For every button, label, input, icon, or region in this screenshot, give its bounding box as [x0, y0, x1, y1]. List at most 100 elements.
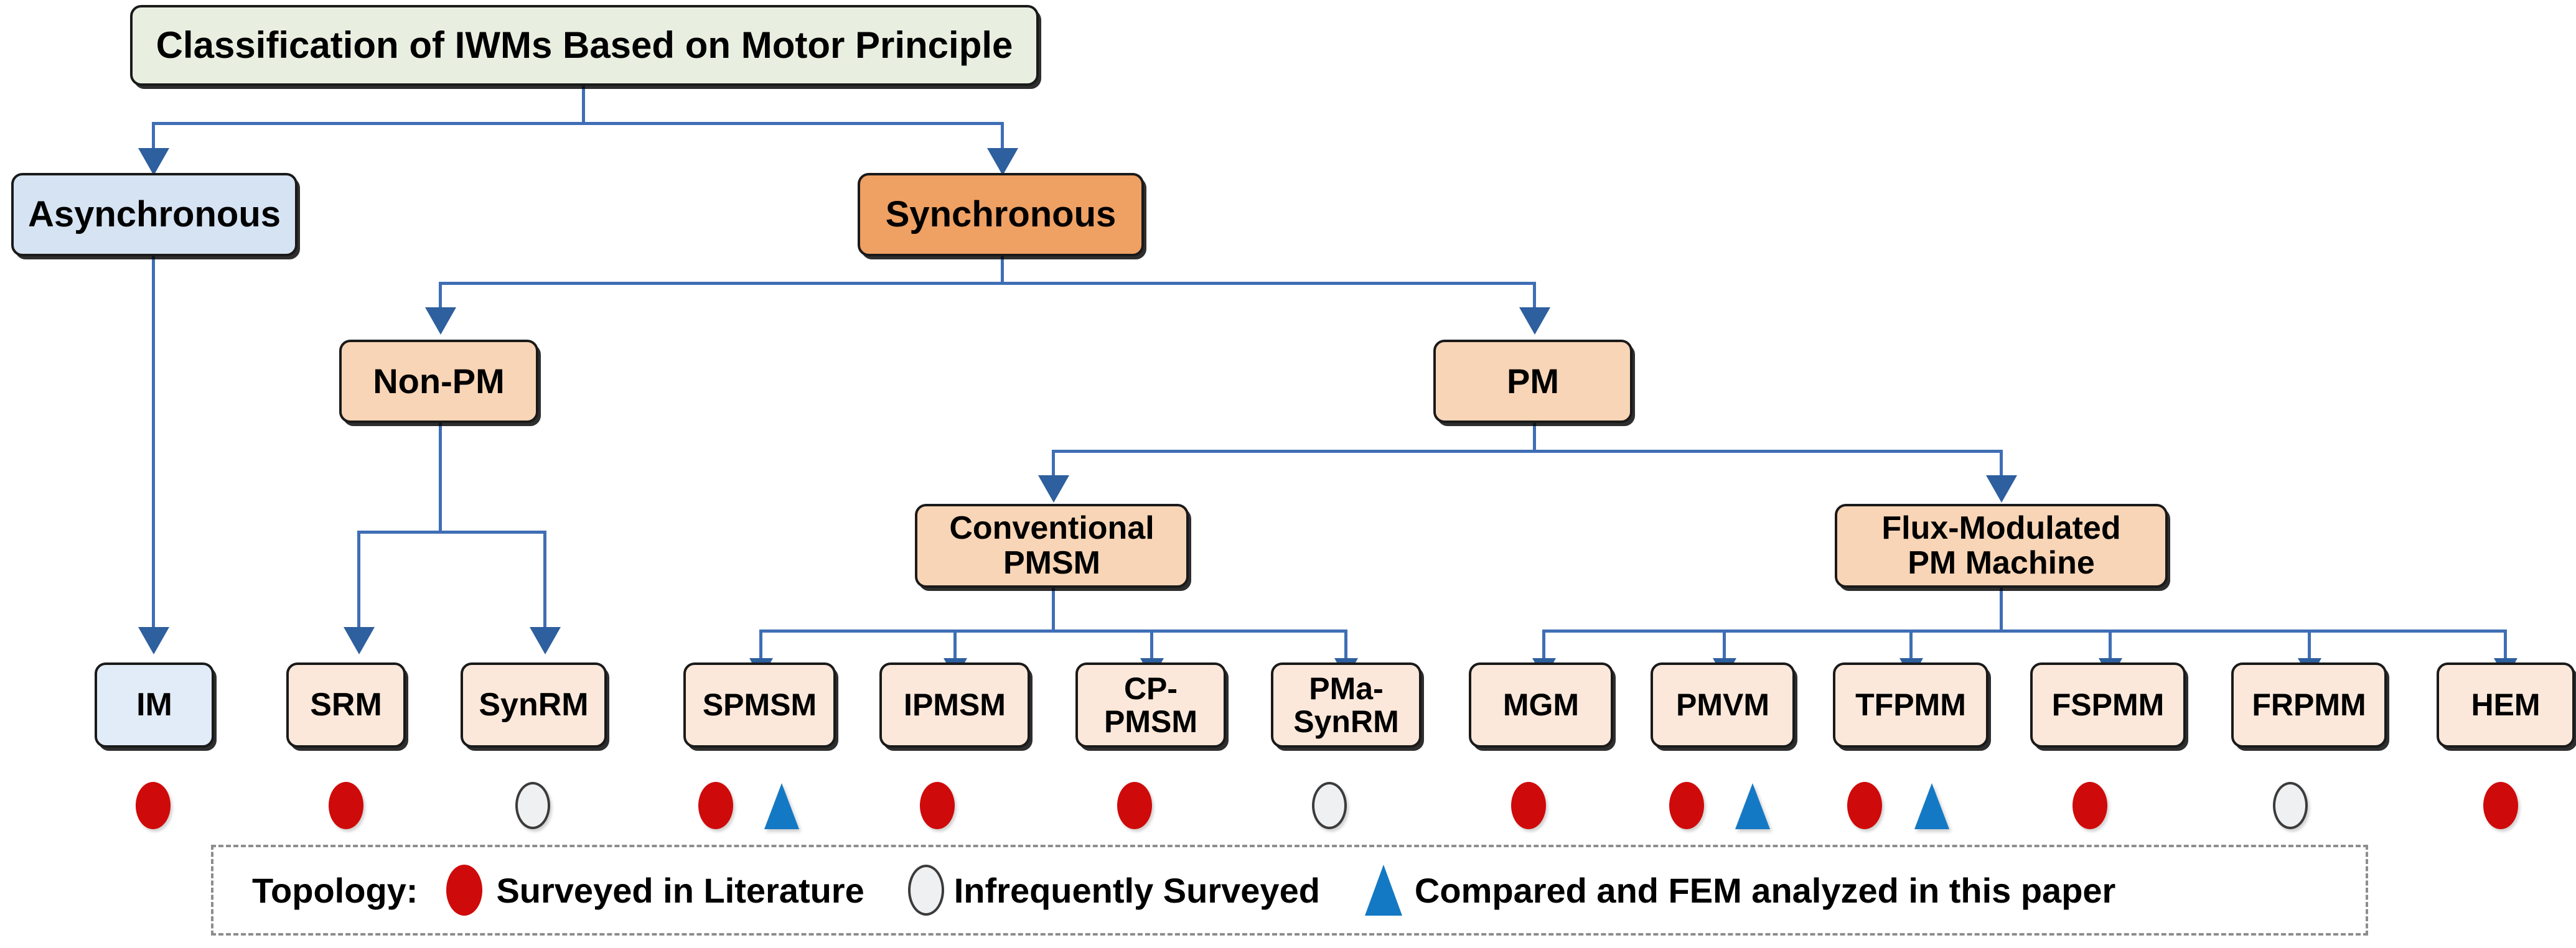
node-leaf-frpmm[interactable]: FRPMM [2231, 662, 2387, 748]
node-asynchronous[interactable]: Asynchronous [11, 173, 297, 256]
legend-title: Topology: [252, 870, 418, 910]
node-leaf-pmvm[interactable]: PMVM [1651, 662, 1795, 748]
node-leaf-fspmm[interactable]: FSPMM [2030, 662, 2186, 748]
connector-to-ipmsm [953, 630, 957, 661]
blue-triangle-icon [1364, 865, 1402, 916]
node-label-line2: PM Machine [1908, 544, 2095, 581]
connector-to-srm [357, 531, 360, 630]
connector-to-synrm [543, 531, 546, 630]
node-label-line1: PMVM [1676, 687, 1769, 722]
connector-pm-stub [1533, 423, 1536, 452]
node-leaf-im[interactable]: IM [95, 662, 214, 748]
marker-red-im [136, 782, 171, 829]
node-label-line1: Conventional [949, 510, 1155, 547]
node-leaf-spmsm[interactable]: SPMSM [683, 662, 836, 748]
legend-label: Compared and FEM analyzed in this paper [1414, 870, 2116, 910]
connector-to-nonpm [439, 282, 442, 309]
node-label-line2: PMSM [1104, 704, 1197, 739]
node-pm[interactable]: PM [1433, 340, 1632, 423]
node-label-line2: SynRM [1293, 704, 1399, 739]
marker-red-pmvm [1669, 782, 1704, 829]
arrowhead-nonpm [425, 307, 456, 335]
connector-to-pmvm [1723, 630, 1726, 661]
marker-triangle-tfpmm [1914, 783, 1949, 829]
legend-label: Infrequently Surveyed [953, 870, 1320, 910]
legend-item-fem: Compared and FEM analyzed in this paper [1364, 865, 2116, 916]
node-label-line1: FRPMM [2252, 687, 2366, 722]
node-leaf-tfpmm[interactable]: TFPMM [1833, 662, 1988, 748]
connector-to-cppmsm [1150, 630, 1153, 661]
connector-root-bus [152, 122, 1004, 125]
connector-root-stub [582, 85, 585, 124]
marker-red-ipmsm [920, 782, 955, 829]
node-label-line1: IM [136, 686, 172, 723]
node-label-line1: HEM [2471, 687, 2541, 722]
connector-flux-stub [2000, 588, 2003, 631]
arrowhead-srm [344, 627, 375, 654]
marker-open-synrm [515, 782, 550, 829]
marker-open-pmasynrm [1312, 782, 1347, 829]
legend-label: Surveyed in Literature [496, 870, 864, 910]
marker-red-hem [2483, 782, 2518, 829]
node-synchronous[interactable]: Synchronous [858, 173, 1144, 256]
connector-conventional-stub [1052, 588, 1055, 631]
connector-to-asynchronous [152, 122, 155, 150]
connector-to-tfpmm [1909, 630, 1913, 661]
connector-to-conventional-pmsm [1052, 450, 1055, 477]
connector-to-synchronous [1001, 122, 1004, 150]
arrowhead-flux-modulated [1986, 475, 2017, 503]
marker-open-frpmm [2273, 782, 2308, 829]
node-leaf-hem[interactable]: HEM [2437, 662, 2575, 748]
node-label-line2: PMSM [1003, 544, 1100, 581]
node-leaf-ipmsm[interactable]: IPMSM [879, 662, 1030, 748]
marker-red-srm [329, 782, 363, 829]
node-non-pm[interactable]: Non-PM [339, 340, 538, 423]
node-label-line1: CP- [1123, 671, 1178, 706]
connector-to-flux-modulated [2000, 450, 2003, 477]
node-leaf-mgm[interactable]: MGM [1469, 662, 1613, 748]
arrowhead-synrm [530, 627, 561, 654]
connector-synchronous-bus [439, 282, 1536, 285]
connector-to-hem [2504, 630, 2507, 661]
node-flux-modulated-pm-machine[interactable]: Flux-Modulated PM Machine [1835, 504, 2168, 588]
node-label: Non-PM [373, 361, 505, 401]
open-circle-icon [907, 865, 944, 916]
connector-nonpm-stub [439, 423, 442, 532]
connector-pm-bus [1052, 450, 2003, 453]
red-circle-icon [446, 865, 483, 916]
arrowhead-conventional-pmsm [1038, 475, 1069, 503]
marker-red-fspmm [2073, 782, 2107, 829]
node-label: Asynchronous [27, 194, 281, 235]
connector-to-fspmm [2109, 630, 2112, 661]
connector-flux-bus [1542, 630, 2507, 633]
node-leaf-synrm[interactable]: SynRM [461, 662, 607, 748]
marker-red-spmsm [698, 782, 733, 829]
connector-synchronous-stub [1001, 256, 1004, 284]
node-label-line1: IPMSM [904, 687, 1006, 722]
node-label: Classification of IWMs Based on Motor Pr… [156, 24, 1013, 67]
node-leaf-srm[interactable]: SRM [286, 662, 406, 748]
node-label: PM [1507, 361, 1559, 401]
node-label-line1: SynRM [479, 686, 589, 723]
marker-triangle-pmvm [1735, 783, 1770, 829]
connector-to-pm [1533, 282, 1536, 309]
marker-red-cppmsm [1117, 782, 1152, 829]
node-label-line1: SRM [310, 686, 382, 723]
arrowhead-pm [1519, 307, 1550, 335]
legend-item-surveyed: Surveyed in Literature [446, 865, 864, 916]
arrowhead-asynchronous [138, 148, 169, 175]
connector-to-pmasynrm [1344, 630, 1347, 661]
node-label-line1: Flux-Modulated [1881, 510, 2121, 547]
node-label-line1: FSPMM [2051, 687, 2165, 722]
node-root-title[interactable]: Classification of IWMs Based on Motor Pr… [130, 5, 1039, 86]
node-label-line1: MGM [1502, 687, 1580, 722]
node-label-line1: TFPMM [1855, 687, 1966, 722]
node-leaf-cp-pmsm[interactable]: CP- PMSM [1075, 662, 1226, 748]
legend-item-infrequent: Infrequently Surveyed [907, 865, 1320, 916]
node-leaf-pma-synrm[interactable]: PMa- SynRM [1271, 662, 1421, 748]
connector-to-mgm [1542, 630, 1545, 661]
node-conventional-pmsm[interactable]: Conventional PMSM [915, 504, 1189, 588]
marker-red-tfpmm [1847, 782, 1882, 829]
node-label-line1: PMa- [1309, 671, 1384, 706]
